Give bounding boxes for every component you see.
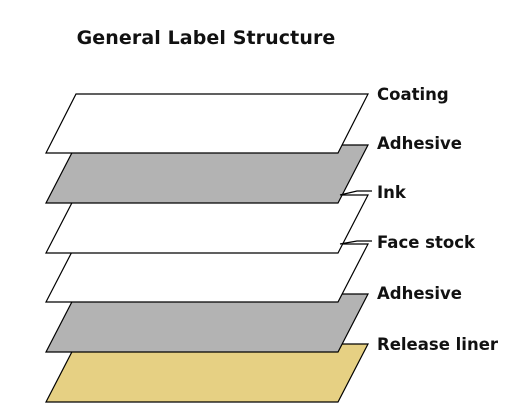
layer-label-face-stock: Face stock: [377, 233, 476, 252]
layer-label-release-liner: Release liner: [377, 335, 499, 354]
layer-label-ink: Ink: [377, 183, 407, 202]
diagram-title: General Label Structure: [76, 27, 336, 49]
layer-coating: [45, 93, 369, 154]
leader-line-ink: [339, 190, 372, 196]
leader-line-face-stock: [339, 240, 372, 245]
layer-label-adhesive-upper: Adhesive: [377, 134, 462, 153]
layer-release-liner: [45, 343, 369, 403]
layer-adhesive-lower: [45, 293, 369, 353]
layer-label-adhesive-lower: Adhesive: [377, 284, 462, 303]
layer-ink: [45, 194, 369, 254]
layer-label-coating: Coating: [377, 85, 449, 104]
layer-adhesive-upper: [45, 144, 369, 204]
